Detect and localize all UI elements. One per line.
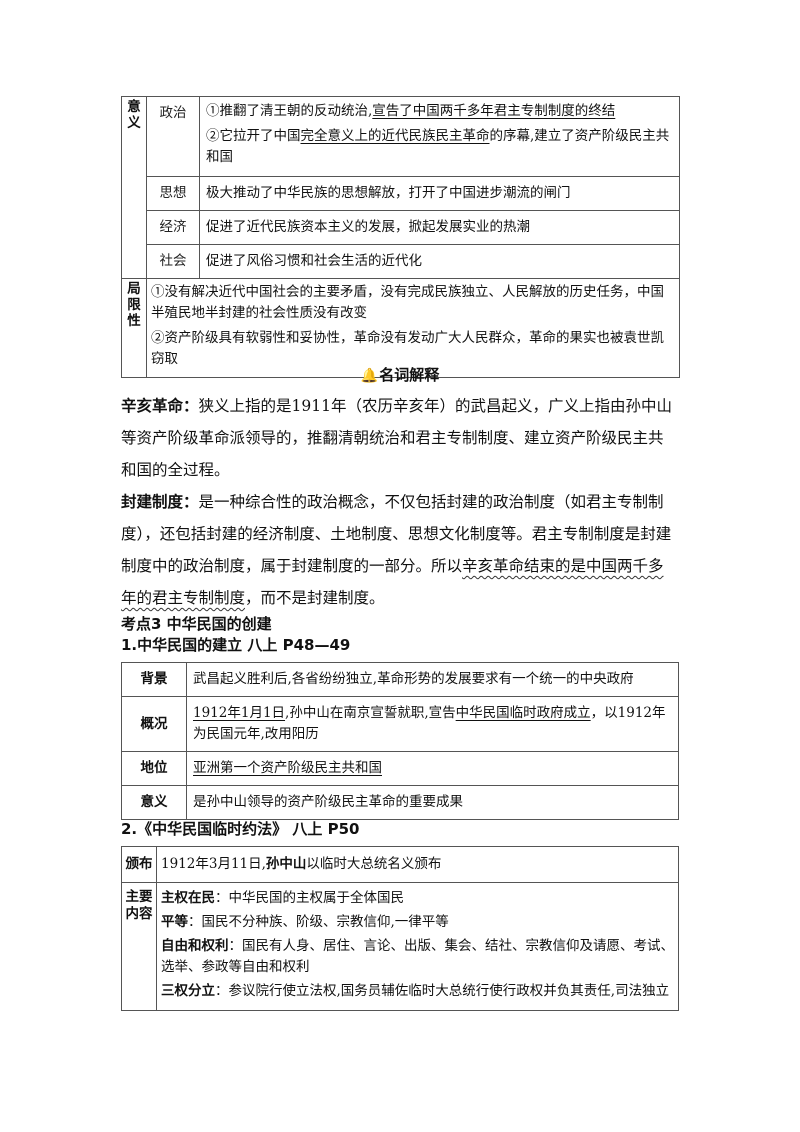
limitation-content: ①没有解决近代中国社会的主要矛盾，没有完成民族独立、人民解放的历史任务，中国半殖… [146, 278, 680, 378]
glossary-entry-xinhai: 辛亥革命：狭义上指的是1911年（农历辛亥年）的武昌起义，广义上指由孙中山等资产… [121, 397, 672, 479]
significance-label: 意义 [121, 96, 147, 279]
category-economy: 经济 [146, 210, 200, 245]
provisional-constitution-table: 颁布 1912年3月11日,孙中山以临时大总统名义颁布 主要内容 主权在民：中华… [121, 846, 679, 1011]
promulgation-value: 1912年3月11日,孙中山以临时大总统名义颁布 [156, 846, 679, 883]
main-content-label: 主要内容 [121, 882, 157, 1011]
background-value: 武昌起义胜利后,各省纷纷独立,革命形势的发展要求有一个统一的中央政府 [186, 662, 679, 697]
main-content-value: 主权在民：中华民国的主权属于全体国民 平等：国民不分种族、阶级、宗教信仰,一律平… [156, 882, 679, 1011]
subsection-2-title: 2.《中华民国临时约法》 八上 P50 [121, 820, 360, 838]
society-content: 促进了风俗习惯和社会生活的近代化 [199, 244, 680, 279]
limitation-label: 局限性 [121, 278, 147, 378]
meaning-label: 意义 [121, 785, 187, 820]
bell-icon: 🔔 [360, 368, 379, 384]
status-label: 地位 [121, 751, 187, 786]
background-label: 背景 [121, 662, 187, 697]
thought-content: 极大推动了中华民族的思想解放，打开了中国进步潮流的闸门 [199, 176, 680, 211]
economy-content: 促进了近代民族资本主义的发展，掀起发展实业的热潮 [199, 210, 680, 245]
overview-label: 概况 [121, 696, 187, 752]
kaodian-title: 考点3 中华民国的创建 [121, 615, 272, 633]
category-thought: 思想 [146, 176, 200, 211]
overview-value: 1912年1月1日,孙中山在南京宣誓就职,宣告中华民国临时政府成立，以1912年… [186, 696, 679, 752]
subsection-1-title: 1.中华民国的建立 八上 P48—49 [121, 636, 351, 654]
glossary-title: 🔔名词解释 [360, 366, 440, 384]
category-society: 社会 [146, 244, 200, 279]
category-politics: 政治 [146, 96, 200, 177]
meaning-value: 是孙中山领导的资产阶级民主革命的重要成果 [186, 785, 679, 820]
founding-table: 背景 武昌起义胜利后,各省纷纷独立,革命形势的发展要求有一个统一的中央政府 概况… [121, 662, 679, 820]
glossary-entry-feudal: 封建制度：是一种综合性的政治概念，不仅包括封建的政治制度（如君主专制制度），还包… [121, 493, 672, 607]
politics-content: ①推翻了清王朝的反动统治,宣告了中国两千多年君主专制制度的终结 ②它拉开了中国完… [199, 96, 680, 177]
significance-table: 意义 政治 ①推翻了清王朝的反动统治,宣告了中国两千多年君主专制制度的终结 ②它… [121, 96, 680, 378]
status-value: 亚洲第一个资产阶级民主共和国 [186, 751, 679, 786]
promulgation-label: 颁布 [121, 846, 157, 883]
